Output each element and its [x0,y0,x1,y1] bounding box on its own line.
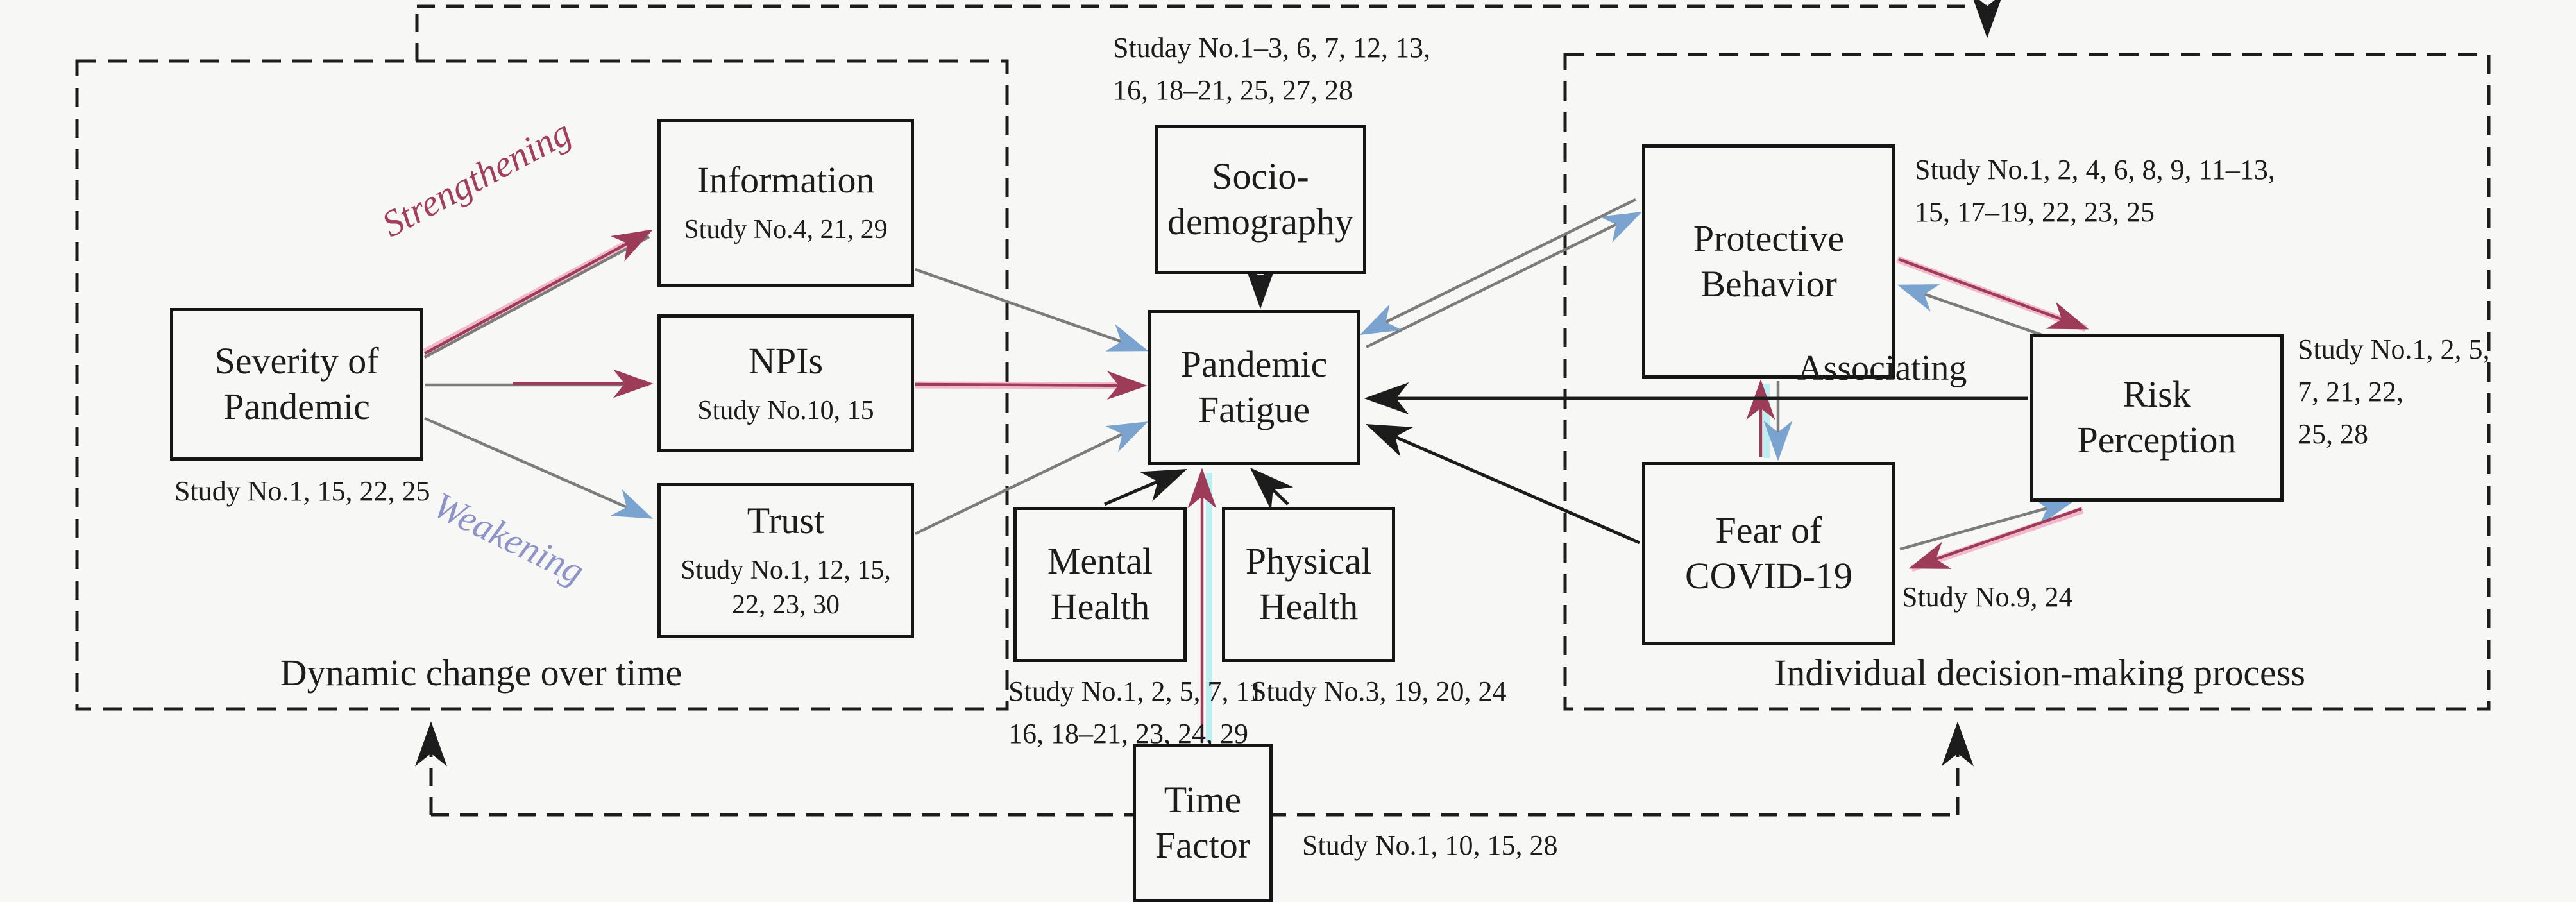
node-label: Trust [747,500,825,542]
node-label: Pandemic Fatigue [1180,343,1328,430]
arrow-info-fatigue [915,268,1149,352]
severity-study-refs: Study No.1, 15, 22, 25 [174,475,430,507]
region-dynamic-change [75,59,1009,711]
physical-study-refs: Study No.3, 19, 20, 24 [1251,676,1507,707]
protective-study-refs: Study No.1, 2, 4, 6, 8, 9, 11–13, 15, 17… [1915,154,2275,228]
arrow-risk-fear [1908,507,2082,569]
line-sev-info-gray [423,235,650,359]
arrow-fatigue-pb [1366,212,1643,349]
node-trust: Trust Study No.1, 12, 15, 22, 23, 30 [657,483,914,638]
node-mental-health: Mental Health [1013,507,1187,662]
node-protective-behavior: Protective Behavior [1642,144,1895,379]
node-physical-health: Physical Health [1222,507,1395,662]
region-label-dynamic-change: Dynamic change over time [280,652,682,694]
node-label: Protective Behavior [1693,217,1845,305]
arrow-sev-info [423,229,653,355]
arrow-mental-fatigue [1104,469,1187,506]
node-label: Information [697,159,875,201]
node-label: Severity of Pandemic [214,340,379,427]
arrow-pb-risk [1898,257,2089,330]
node-npis: NPIs Study No.10, 15 [657,314,914,452]
node-study-refs: Study No.4, 21, 29 [684,215,888,245]
arrow-physical-fatigue [1250,467,1294,511]
node-fear-of-covid19: Fear of COVID-19 [1642,462,1895,645]
region-individual-decision [1563,53,2491,711]
fear-study-refs: Study No.9, 24 [1902,581,2073,613]
arrow-trust-fatigue [915,421,1149,536]
node-study-refs: Study No.10, 15 [697,395,874,425]
node-severity-of-pandemic: Severity of Pandemic [170,308,423,461]
node-label: Physical Health [1245,540,1372,627]
node-label: Fear of COVID-19 [1685,509,1852,597]
node-label: Risk Perception [2077,373,2237,461]
arrow-npis-fatigue [915,371,1148,400]
mental-study-refs: Study No.1, 2, 5, 7, 11 16, 18–21, 23, 2… [1008,676,1263,749]
region-label-individual-decision: Individual decision-making process [1774,652,2305,694]
associating-label: Associating [1797,348,1967,388]
node-label: Socio- demography [1167,155,1353,243]
time-factor-study-refs: Study No.1, 10, 15, 28 [1302,830,1558,861]
node-risk-perception: Risk Perception [2030,334,2284,502]
arrow-fear-risk [1899,497,2075,551]
arrow-pb-fatigue [1359,198,1636,335]
node-label: Time Factor [1155,779,1251,866]
node-pandemic-fatigue: Pandemic Fatigue [1148,310,1360,465]
node-label: Mental Health [1047,540,1153,627]
risk-study-refs: Study No.1, 2, 5, 7, 21, 22, 25, 28 [2298,334,2490,450]
node-socio-demography: Socio- demography [1155,125,1366,274]
node-information: Information Study No.4, 21, 29 [657,119,914,287]
arrow-fear-fatigue [1366,424,1640,545]
node-label: NPIs [748,339,824,382]
socio-study-refs: Studay No.1–3, 6, 7, 12, 13, 16, 18–21, … [1113,32,1430,106]
node-time-factor: Time Factor [1133,744,1273,902]
arrow-sev-trust [424,416,654,519]
node-study-refs: Study No.1, 12, 15, 22, 23, 30 [681,555,891,620]
